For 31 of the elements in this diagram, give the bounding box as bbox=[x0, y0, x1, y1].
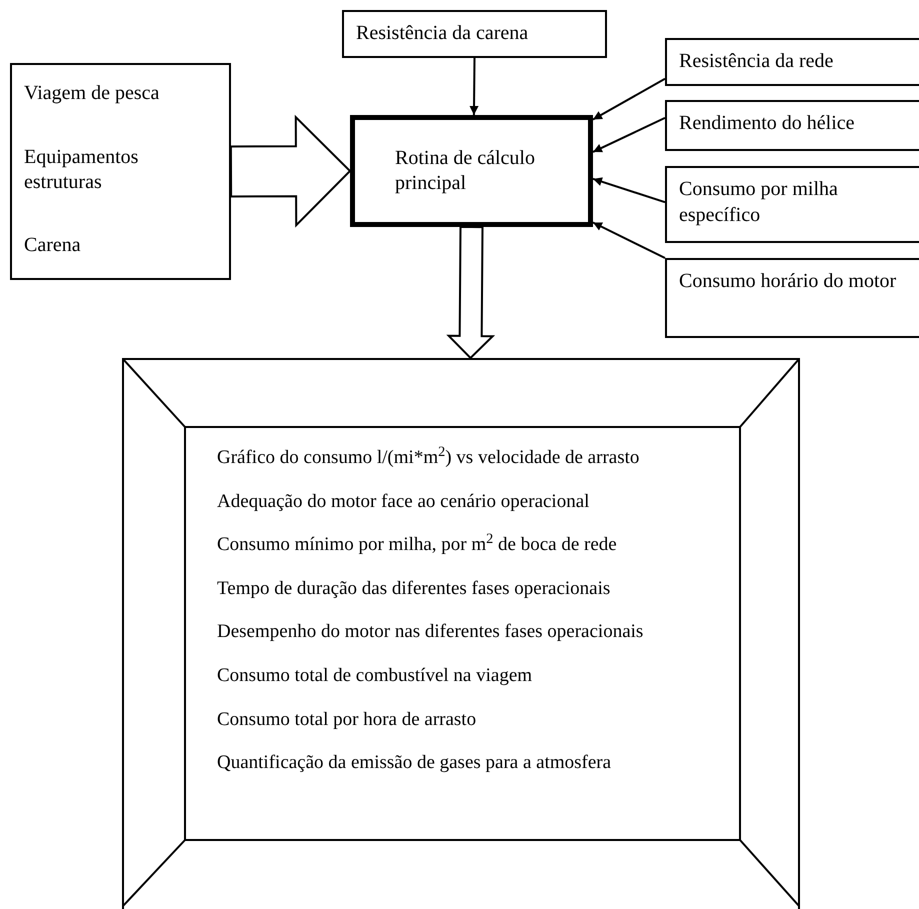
input-label: Resistência da rede bbox=[679, 49, 834, 74]
input-box bbox=[665, 38, 919, 86]
input-box bbox=[10, 63, 231, 280]
result-item: Adequação do motor face ao cenário operacional bbox=[217, 490, 590, 514]
input-box bbox=[342, 10, 607, 58]
input-label: Carena bbox=[24, 233, 82, 258]
arrow bbox=[592, 78, 666, 120]
block-arrow bbox=[446, 226, 496, 360]
arrow bbox=[592, 177, 666, 204]
input-label: Consumo horário do motor bbox=[679, 269, 898, 294]
result-item: Consumo total por hora de arrasto bbox=[217, 708, 478, 732]
result-item: Consumo mínimo por milha, por m$^{2}$ de boca de rede bbox=[217, 532, 618, 558]
input-box bbox=[665, 100, 919, 151]
result-item: Gráfico do consumo l/(mi*m$^{2}$) vs velocidade de arrasto bbox=[217, 445, 640, 470]
result-item: Quantificação da emissão de gases para a atmosfera bbox=[217, 751, 612, 776]
process-label: Rotina de cálculo principal bbox=[395, 146, 536, 196]
arrow bbox=[592, 222, 666, 259]
input-label: Equipamentos estruturas bbox=[24, 144, 140, 194]
result-item: Consumo total de combustível na viagem bbox=[217, 664, 534, 688]
result-item: Tempo de duração das diferentes fases operacionais bbox=[217, 576, 612, 601]
block-arrow bbox=[230, 114, 352, 228]
result-item: Desempenho do motor nas diferentes fases operacionais bbox=[217, 620, 644, 644]
input-label: Rendimento do hélice bbox=[679, 111, 856, 136]
arrow bbox=[470, 58, 479, 116]
input-label: Consumo por milha específico bbox=[679, 177, 839, 228]
arrow bbox=[592, 116, 666, 153]
input-label: Resistência da carena bbox=[356, 21, 530, 46]
input-box bbox=[665, 258, 919, 338]
input-box bbox=[665, 166, 919, 243]
input-label: Viagem de pesca bbox=[24, 81, 160, 106]
process-box bbox=[350, 115, 593, 227]
